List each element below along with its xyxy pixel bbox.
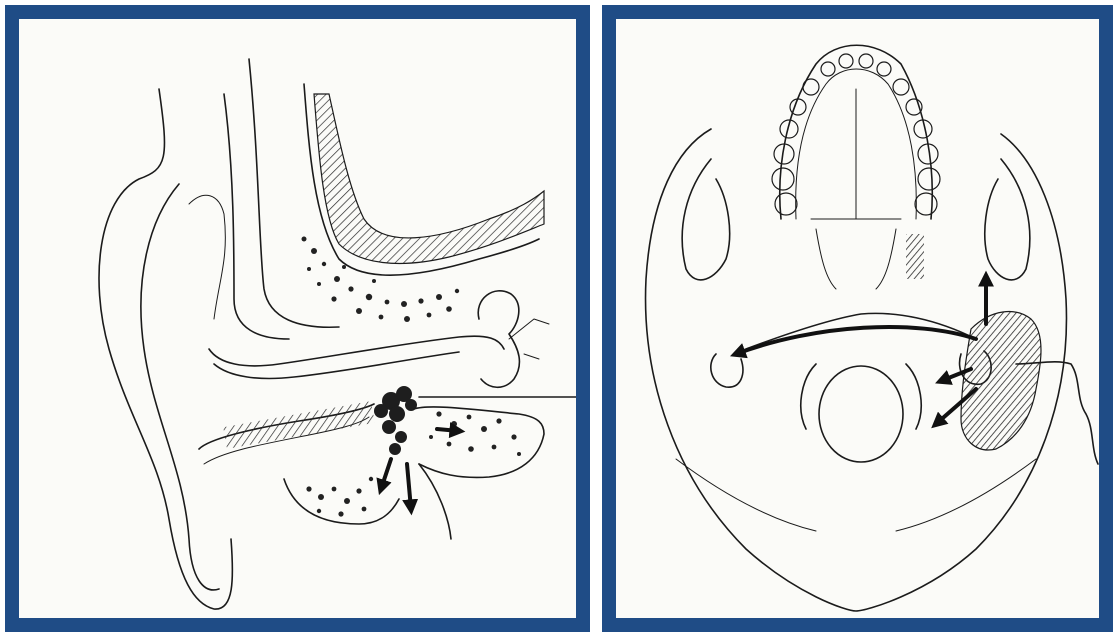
spread-arrow-medial (437, 429, 459, 431)
palate-region (811, 219, 901, 289)
ossicle-outline (478, 291, 519, 387)
auricle-helix (141, 184, 219, 590)
lambdoid-suture (676, 459, 1036, 531)
skin-surface-upper-1 (224, 94, 289, 339)
ear-cross-section-illustration (19, 19, 576, 618)
zygomatic-arch-right (985, 159, 1030, 280)
spread-arrow-inferior-1 (381, 459, 391, 489)
foramen-magnum (819, 366, 903, 462)
mastoid-left (711, 354, 743, 387)
lesion-region-hatched (961, 312, 1041, 450)
skull-base-illustration (616, 19, 1099, 618)
auricle-outline (99, 89, 232, 609)
spread-arrow-inferior-2 (407, 464, 411, 509)
temporal-bone-hatched (314, 94, 544, 263)
ear-canal-hatched (223, 401, 375, 449)
ear-canal-upper-wall (209, 336, 504, 366)
neck-contour (419, 464, 451, 539)
panel-skull-base (602, 5, 1113, 632)
panel-ear-cross-section (5, 5, 590, 632)
spread-arrow-medial-long (736, 327, 976, 354)
helix-inner-fold (189, 195, 225, 319)
zygomatic-arch-left (682, 159, 729, 280)
vomer-hatched (906, 234, 924, 279)
lesion-mass (374, 386, 417, 455)
dentition (772, 45, 940, 219)
